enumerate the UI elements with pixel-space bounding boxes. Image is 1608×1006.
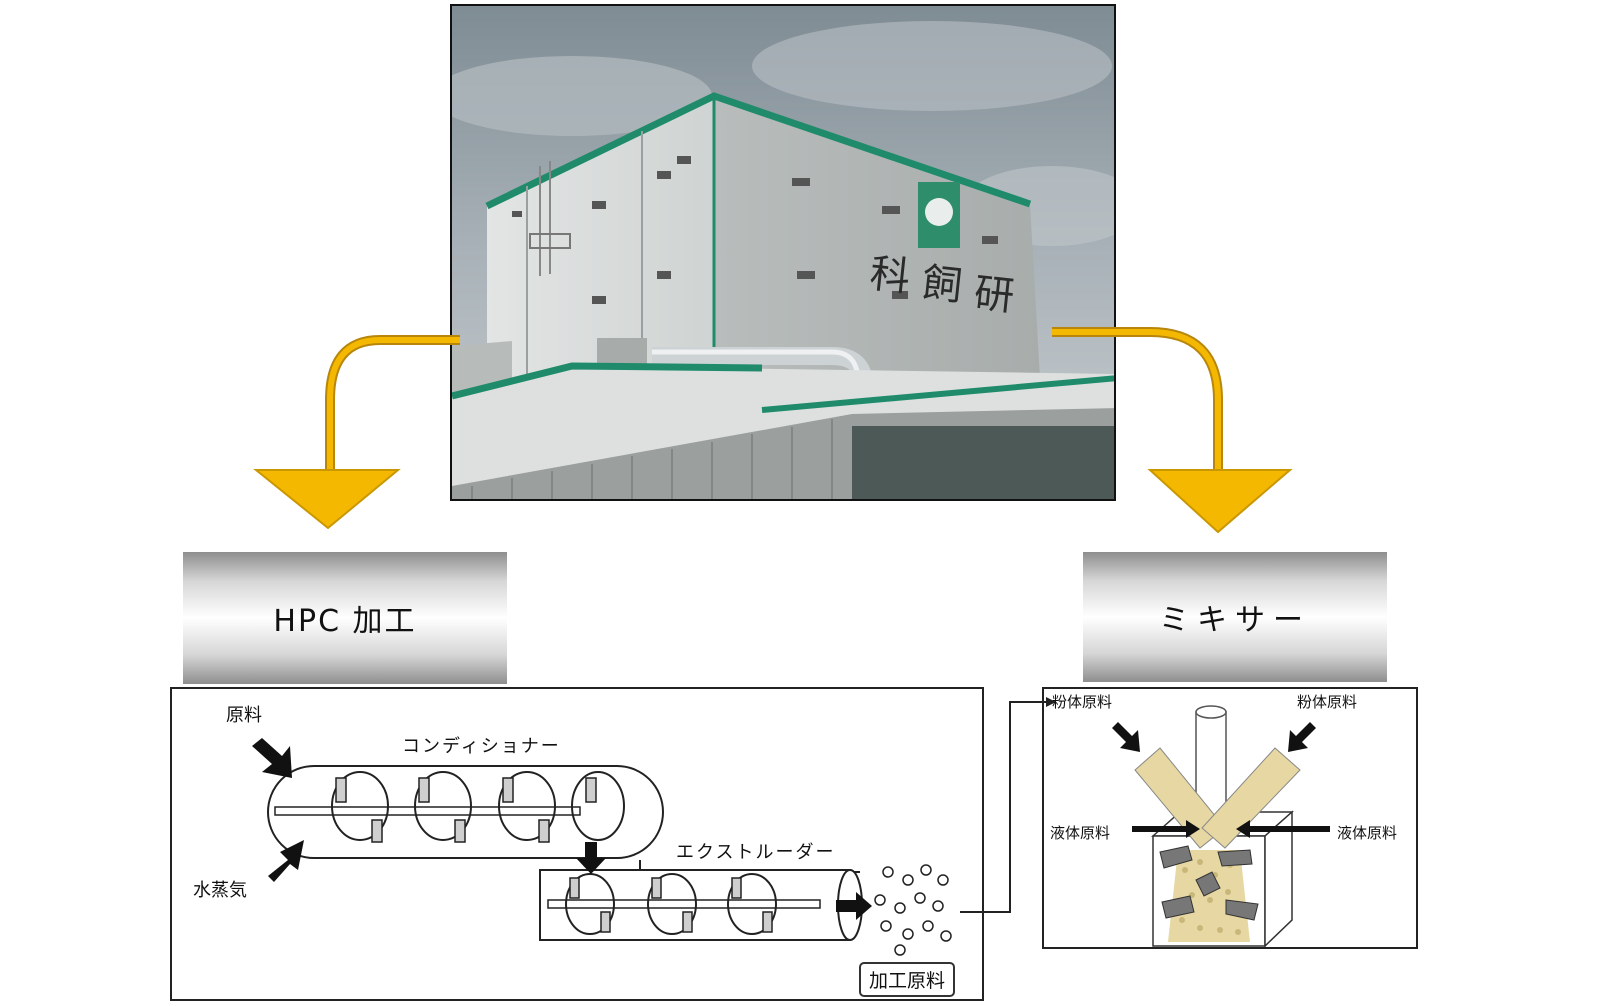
powder-right-arrow (1288, 722, 1316, 752)
powder-left-arrow (1112, 722, 1140, 752)
raw-material-label: 原料 (226, 701, 262, 727)
powder-right-label: 粉体原料 (1297, 691, 1357, 712)
mixer-tank-side (1265, 812, 1292, 946)
conditioner-label: コンディショナー (402, 732, 561, 758)
extruder-shaft (548, 900, 820, 908)
steam-label: 水蒸気 (193, 876, 247, 902)
processed-material-label: 加工原料 (859, 962, 955, 997)
pellets (875, 865, 951, 955)
extruder-label: エクストルーダー (676, 838, 835, 864)
mixer-center-pipe-top (1196, 706, 1226, 718)
conditioner-shaft (275, 807, 580, 815)
powder-left-label: 粉体原料 (1052, 691, 1112, 712)
liquid-left-label: 液体原料 (1050, 822, 1110, 843)
raw-material-arrow (252, 738, 292, 778)
liquid-right-label: 液体原料 (1337, 822, 1397, 843)
transfer-line (960, 702, 1046, 912)
